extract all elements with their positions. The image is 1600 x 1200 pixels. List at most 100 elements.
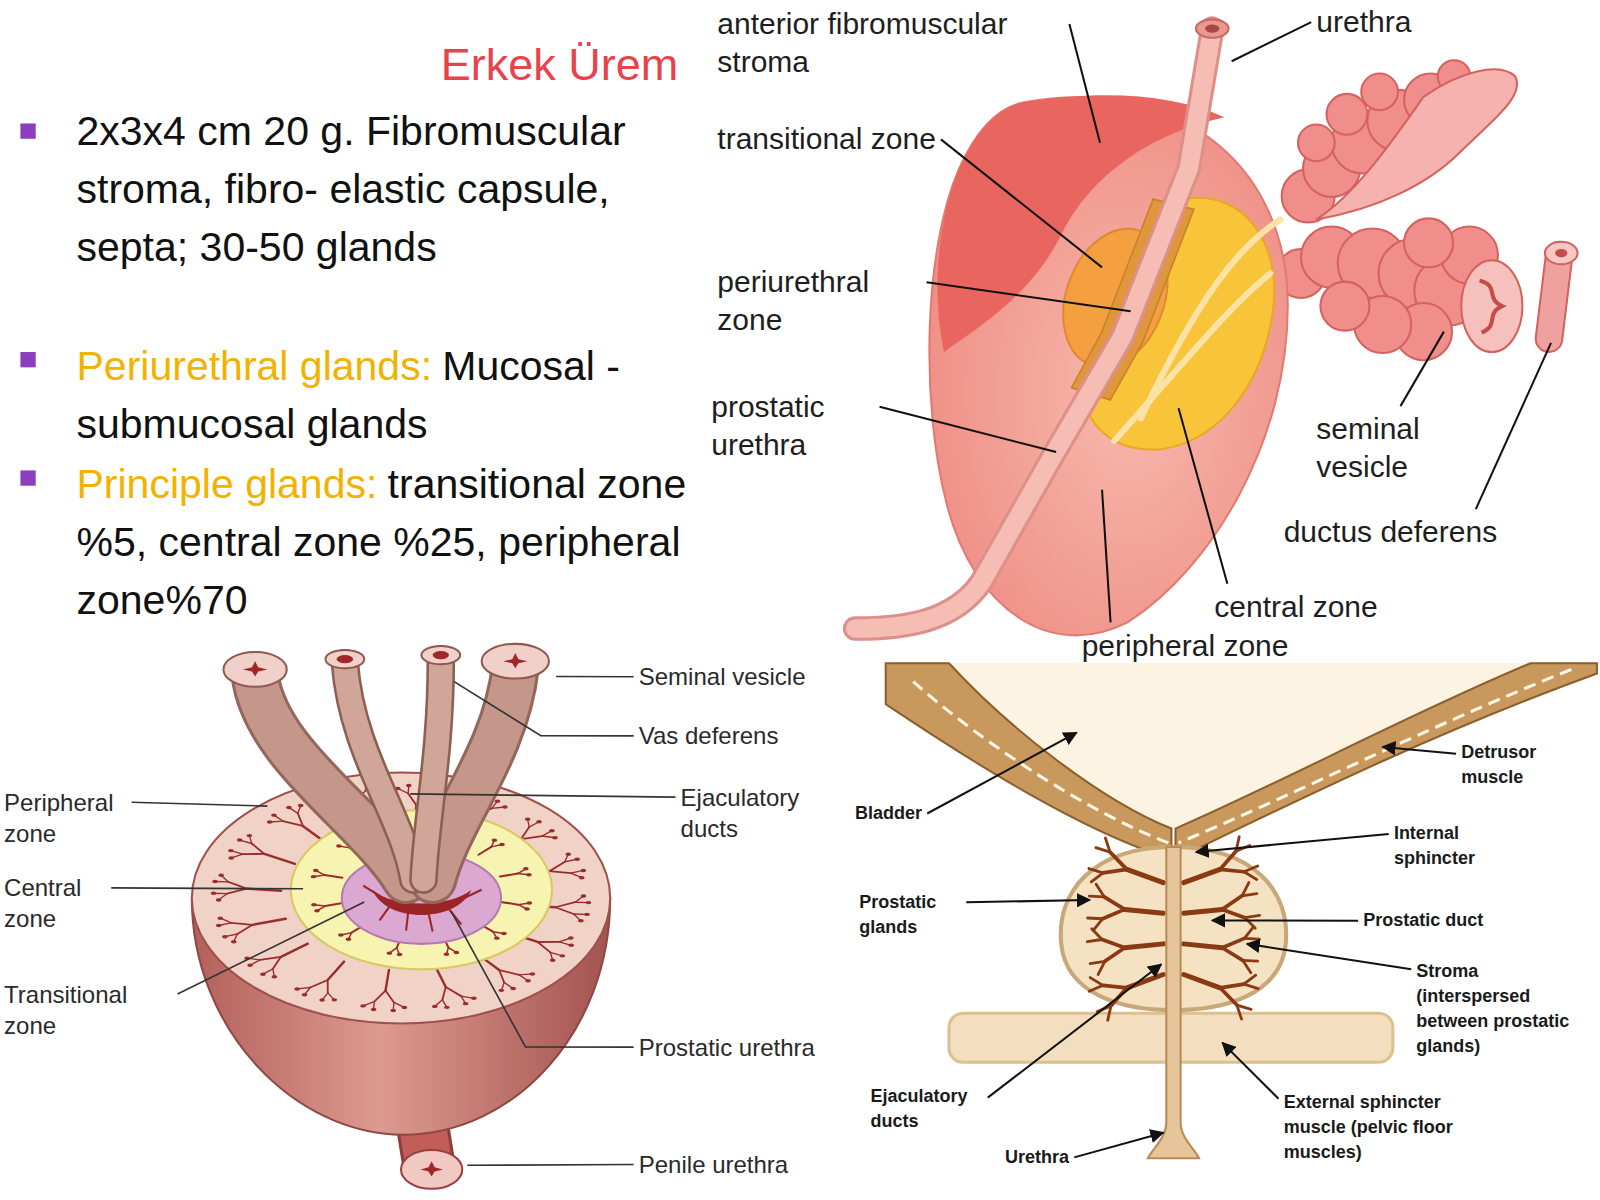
gland-acinus xyxy=(524,907,530,910)
leader-line xyxy=(1102,490,1111,623)
leader-line xyxy=(880,407,1057,452)
gland-duct xyxy=(1244,937,1259,941)
gland-duct xyxy=(386,970,389,991)
bullet-text: 2x3x4 cm 20 g. Fibromuscular stroma, fib… xyxy=(77,108,626,270)
label-text: Ejaculatory ducts xyxy=(681,784,800,842)
urethral-gland xyxy=(429,913,433,931)
gland-acinus xyxy=(586,901,592,904)
gland-duct xyxy=(550,871,571,873)
gland-acinus xyxy=(247,964,253,967)
gland-duct xyxy=(310,980,327,988)
label-text: Detrusor muscle xyxy=(1461,742,1536,787)
gland-duct xyxy=(1220,984,1244,988)
part-label: Stroma (interspersed between prostatic g… xyxy=(1416,959,1579,1059)
urethra-tube xyxy=(855,29,1212,629)
bullet-item: Principle glands:transitional zone %5, c… xyxy=(77,455,705,629)
leader-line xyxy=(988,964,1161,1097)
gland-duct xyxy=(283,821,303,826)
ductus-deferens xyxy=(1549,255,1559,339)
gland-duct xyxy=(325,903,343,906)
gland-duct xyxy=(1096,884,1104,897)
gland-duct xyxy=(500,874,518,877)
leader-line xyxy=(451,911,634,1047)
gland-duct xyxy=(1237,1005,1242,1019)
label-text: ductus deferens xyxy=(1284,515,1497,548)
gland-duct xyxy=(555,907,573,914)
part-label: Prostatic urethra xyxy=(639,1032,815,1063)
gland-duct xyxy=(1125,944,1164,948)
detrusor-muscle xyxy=(1176,663,1597,859)
gland-acinus xyxy=(499,843,505,846)
gland-duct xyxy=(1184,909,1223,913)
tube-end xyxy=(223,644,549,687)
gland-acinus xyxy=(286,806,292,809)
part-label: Vas deferens xyxy=(639,720,779,751)
gland-acinus xyxy=(526,901,532,904)
part-label: Penile urethra xyxy=(639,1149,788,1180)
leader-line xyxy=(111,887,303,889)
muscle-fiber xyxy=(1179,669,1572,842)
ductus-deferens-end xyxy=(1555,249,1567,257)
gland-acinus xyxy=(454,951,460,954)
ductus-deferens xyxy=(1549,255,1559,339)
gland-duct xyxy=(1110,852,1127,869)
gland-duct xyxy=(252,843,265,853)
gland-acinus xyxy=(271,813,277,816)
gland-duct xyxy=(237,925,252,934)
seminal-vesicle-section xyxy=(1480,281,1502,333)
label-text: Bladder xyxy=(855,803,922,823)
tube-end xyxy=(223,652,286,687)
tube-end xyxy=(482,644,549,679)
urethra-tube xyxy=(1148,847,1199,1158)
gland-duct xyxy=(1093,919,1102,931)
gland-duct xyxy=(1244,872,1257,880)
leader-line xyxy=(410,794,675,797)
gland-duct xyxy=(1222,909,1245,917)
gland-acinus xyxy=(336,844,342,847)
label-text: Prostatic duct xyxy=(1363,910,1483,930)
label-text: seminal vesicle xyxy=(1316,412,1419,483)
gland-duct xyxy=(436,967,446,987)
label-text: anterior fibromuscular stroma xyxy=(717,7,1007,78)
gland-acinus xyxy=(536,820,542,823)
gland-acinus xyxy=(560,954,566,957)
vas-deferens-tube xyxy=(345,659,441,879)
urethral-gland xyxy=(380,906,390,920)
seminal-vesicle xyxy=(1298,124,1335,161)
part-label: ductus deferens xyxy=(1284,513,1497,551)
cross-section-prostate-illustration xyxy=(192,644,610,1189)
gland-duct xyxy=(231,923,252,925)
gland-acinus xyxy=(463,1002,469,1005)
gland-acinus xyxy=(471,997,477,1000)
gland-acinus xyxy=(397,953,403,956)
leader-line xyxy=(454,682,634,736)
ductus-deferens xyxy=(1549,255,1559,339)
label-text: Internal sphincter xyxy=(1394,823,1475,868)
gland-acinus xyxy=(211,892,217,895)
label-text: Prostatic urethra xyxy=(639,1034,815,1061)
vas-deferens-tube xyxy=(423,659,440,879)
gland-acinus xyxy=(549,829,555,832)
gland-duct xyxy=(1087,940,1102,942)
gland-duct xyxy=(1090,978,1103,986)
gland-acinus xyxy=(216,924,222,927)
bullet-marker xyxy=(20,123,35,138)
muscle-fiber xyxy=(913,682,1168,843)
gland-acinus xyxy=(228,856,234,859)
ductus-deferens-end xyxy=(1545,242,1578,264)
gland-acinus xyxy=(217,917,223,920)
urethral-gland xyxy=(406,912,408,930)
gland-acinus xyxy=(502,805,508,808)
gland-acinus xyxy=(501,932,507,935)
part-label: Seminal vesicle xyxy=(639,661,806,692)
leader-line xyxy=(1222,1043,1278,1099)
gland-acinus xyxy=(530,972,536,975)
part-label: External sphincter muscle (pelvic floor … xyxy=(1284,1090,1488,1165)
leader-line xyxy=(467,1164,633,1166)
gland-acinus xyxy=(526,873,532,876)
gland-duct xyxy=(1089,869,1103,873)
gland-duct xyxy=(1244,927,1253,939)
label-text: Vas deferens xyxy=(639,722,779,749)
label-text: Peripheral zone xyxy=(4,789,113,847)
